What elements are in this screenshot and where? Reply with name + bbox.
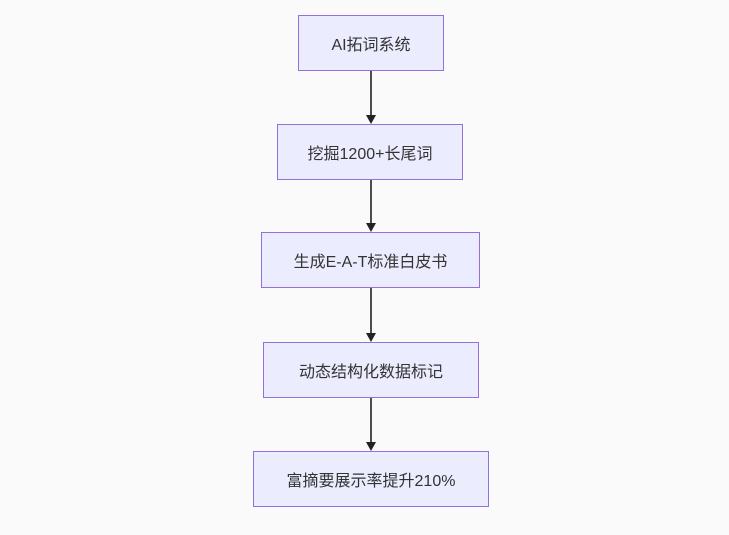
flow-node-generate-eat-whitepaper: 生成E-A-T标准白皮书: [261, 232, 480, 288]
arrow-shaft: [370, 71, 372, 117]
arrow-shaft: [370, 180, 372, 225]
arrowhead-icon: [366, 333, 376, 342]
arrow-down-4: [366, 398, 376, 451]
flow-node-rich-snippet-rate-increase: 富摘要展示率提升210%: [253, 451, 489, 507]
arrow-shaft: [370, 288, 372, 335]
arrow-down-1: [366, 71, 376, 124]
arrowhead-icon: [366, 442, 376, 451]
flow-node-mine-longtail-keywords: 挖掘1200+长尾词: [277, 124, 463, 180]
flow-node-ai-word-expansion-system: AI拓词系统: [298, 15, 444, 71]
flow-node-dynamic-structured-data-markup: 动态结构化数据标记: [263, 342, 479, 398]
arrow-down-2: [366, 180, 376, 232]
arrow-down-3: [366, 288, 376, 342]
arrowhead-icon: [366, 115, 376, 124]
arrowhead-icon: [366, 223, 376, 232]
arrow-shaft: [370, 398, 372, 444]
